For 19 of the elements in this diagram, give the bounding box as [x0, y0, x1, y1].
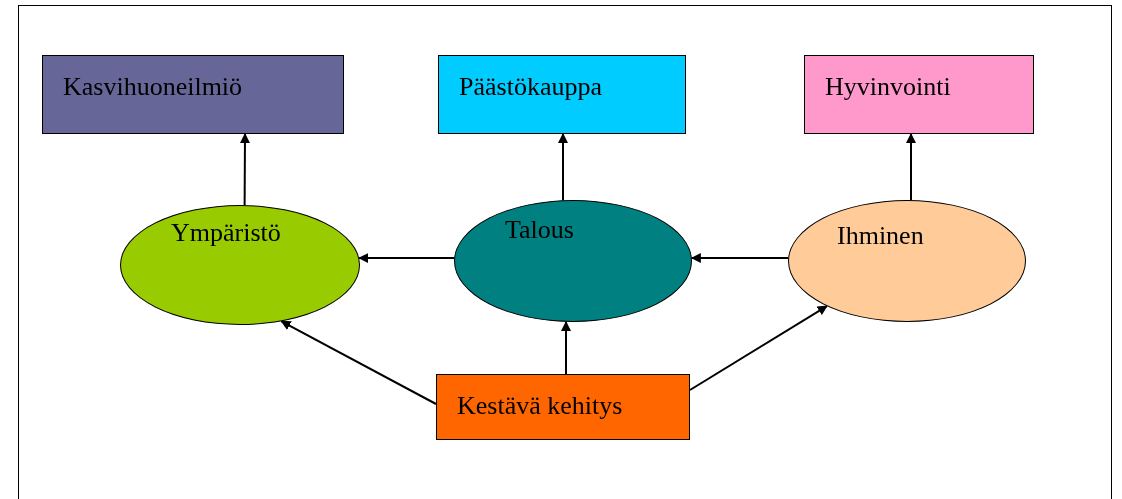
node-label: Päästökauppa: [459, 72, 602, 102]
arrow: [690, 253, 790, 263]
arrow: [558, 133, 568, 202]
process-box: [804, 55, 1034, 134]
arrow: [280, 320, 437, 405]
arrow: [358, 253, 456, 264]
arrow: [239, 133, 250, 207]
node-label: Ympäristö: [171, 218, 281, 248]
arrow: [689, 305, 828, 391]
node-label: Ihminen: [837, 221, 924, 251]
process-box: [436, 374, 690, 440]
node-label: Talous: [505, 215, 574, 245]
arrow: [906, 133, 916, 202]
node-label: Kasvihuoneilmiö: [63, 72, 243, 102]
node-label: Kestävä kehitys: [457, 391, 623, 421]
process-box: [438, 55, 686, 134]
arrow: [561, 320, 571, 375]
process-box: [42, 55, 344, 134]
node-label: Hyvinvointi: [825, 72, 951, 102]
